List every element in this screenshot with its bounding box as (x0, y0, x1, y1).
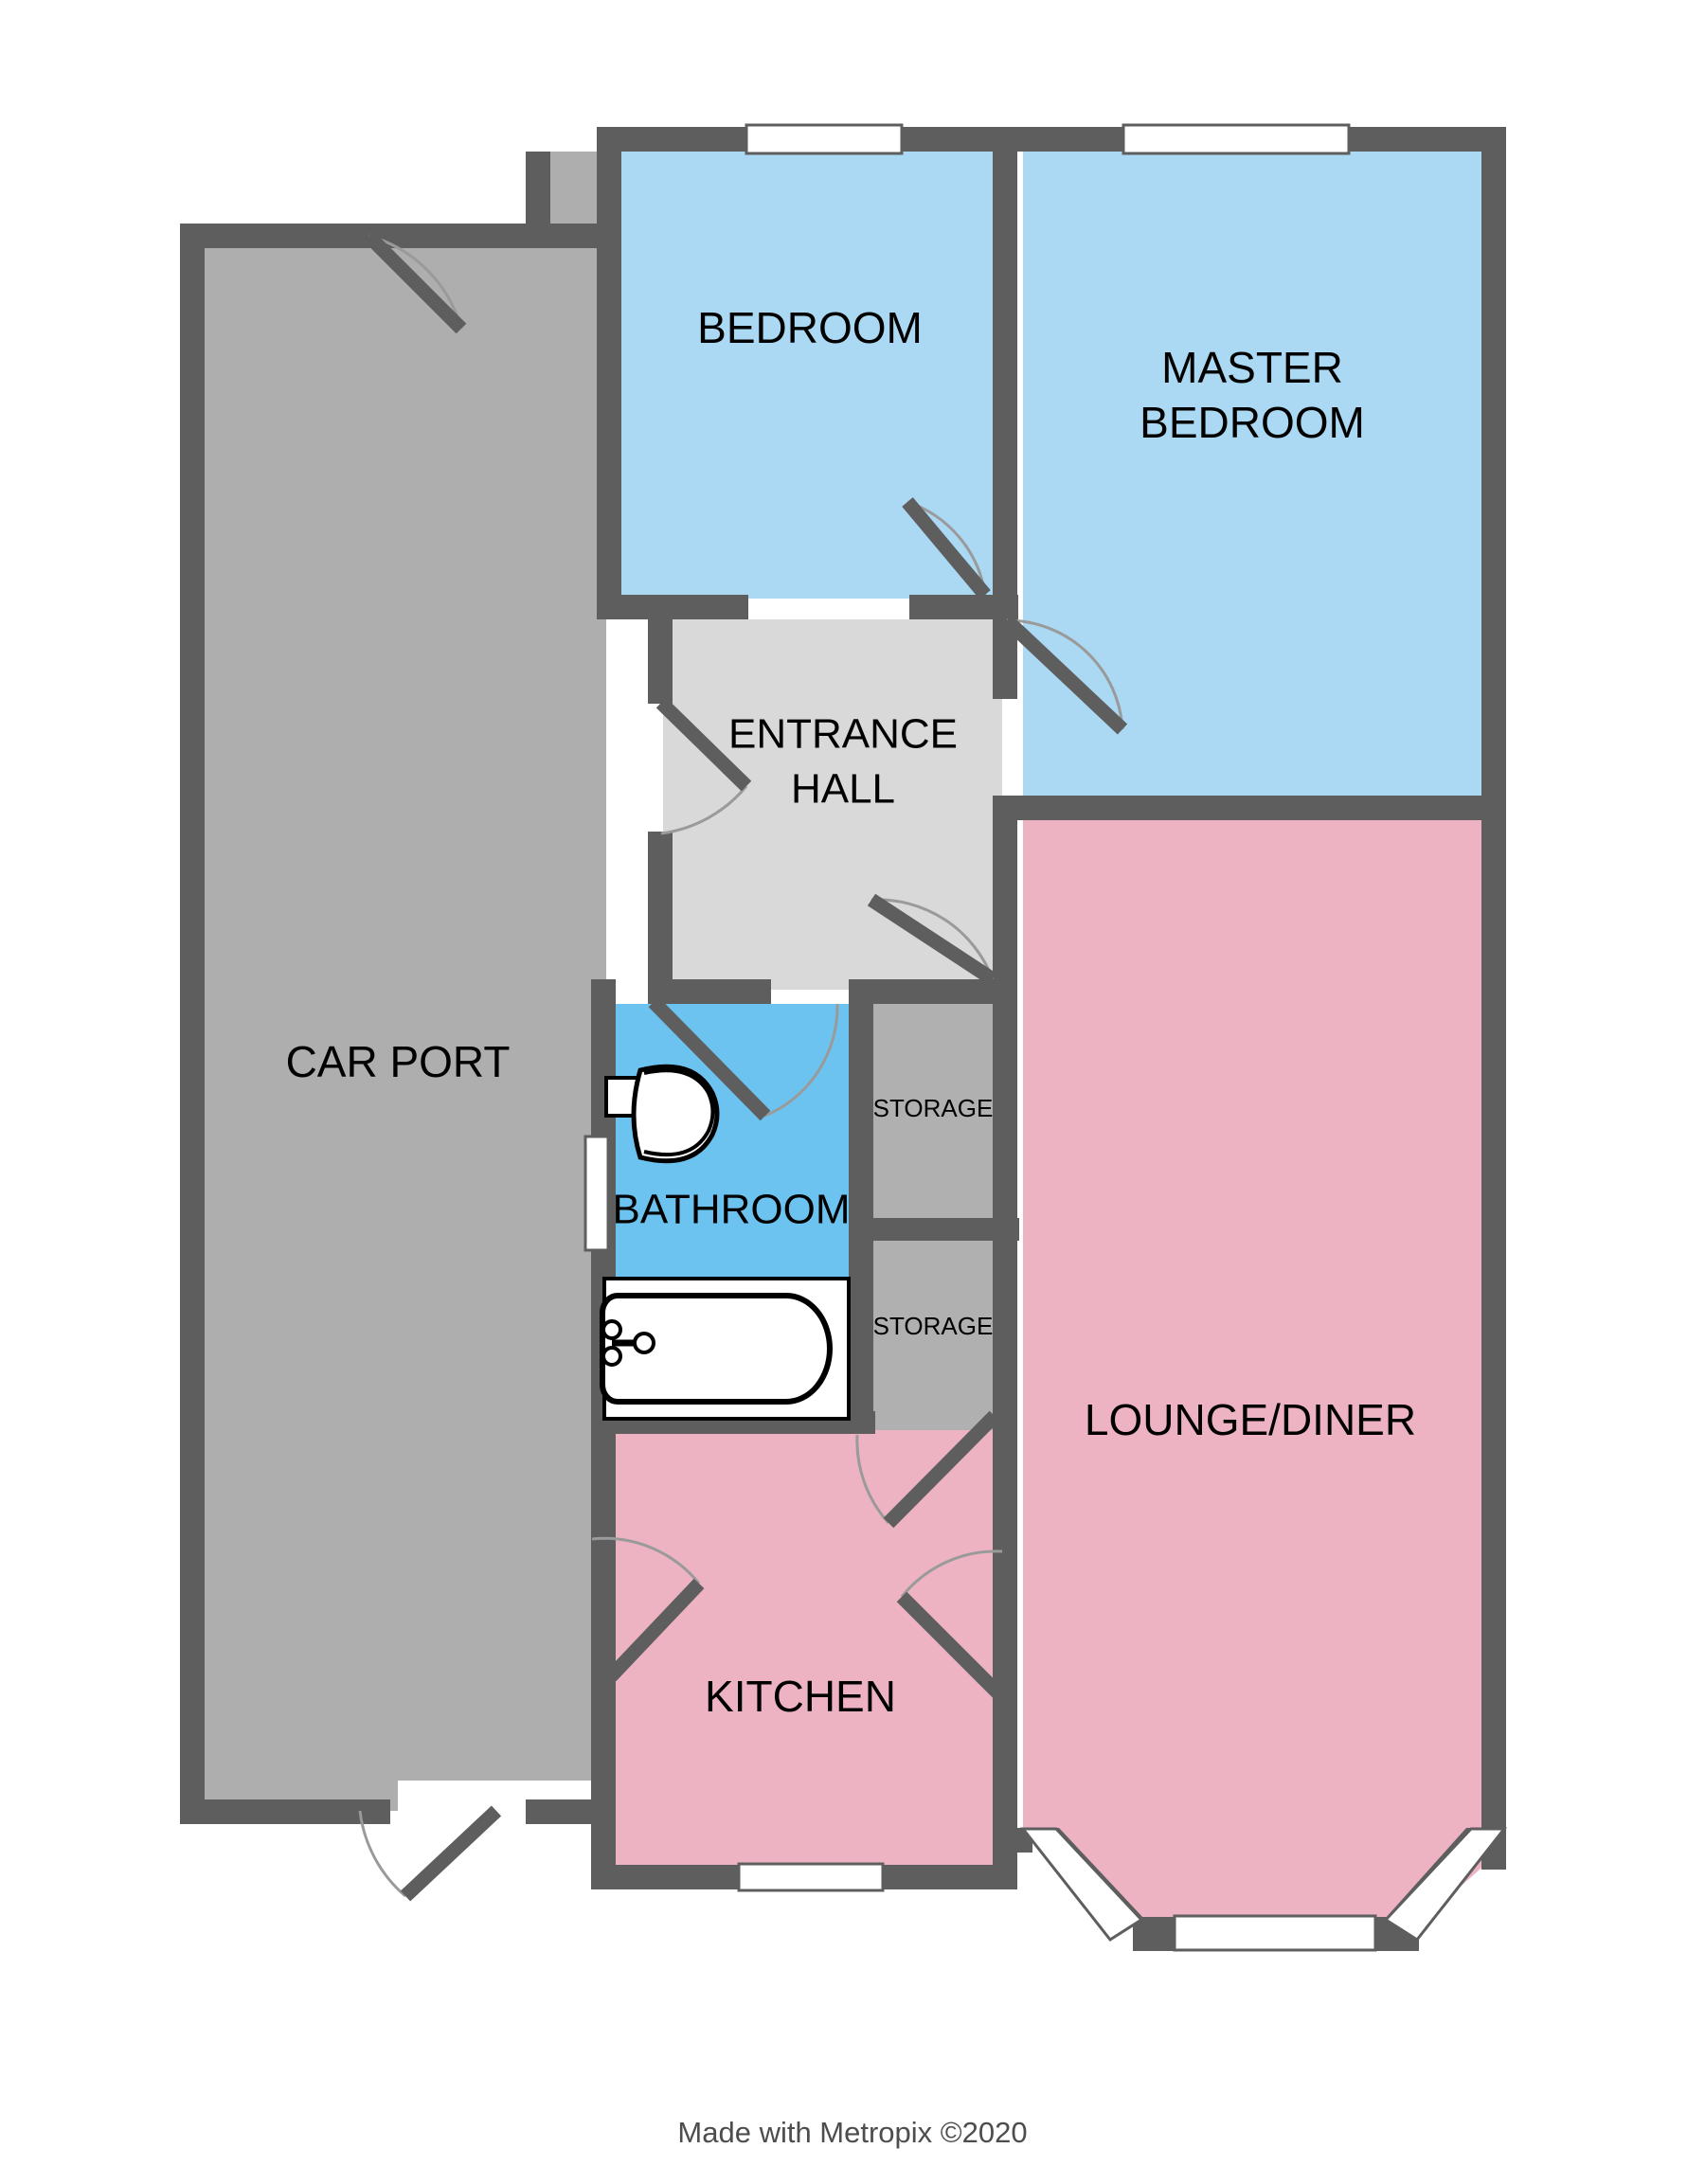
door-kitchen-west (591, 1536, 705, 1682)
bathtub-fixture (600, 1277, 851, 1421)
wall-hall-east-upper (993, 595, 1017, 699)
door-hall-west (655, 697, 752, 835)
door-master-hall (1001, 615, 1128, 735)
room-label-storage-lower: STORAGE (873, 1312, 994, 1340)
wall-carport-south-left (180, 1799, 390, 1824)
windows (583, 123, 1508, 1952)
room-fill-storage-upper (867, 1004, 999, 1222)
wall-kitchen-south-left (591, 1865, 743, 1889)
door-carport-north (363, 230, 467, 334)
toilet-fixture (604, 1064, 720, 1164)
fixtures (600, 1064, 851, 1421)
room-fill-car-port (180, 152, 606, 1811)
room-fill-bedroom (606, 152, 1002, 599)
wall-carport-north-stub (526, 152, 550, 237)
room-label-master-bedroom-line2: BEDROOM (1140, 398, 1365, 447)
window-bedroom-top (745, 123, 904, 155)
wall-carport-west (180, 224, 205, 1824)
window-bay-left (1019, 1827, 1144, 1942)
room-label-bedroom: BEDROOM (697, 303, 923, 352)
room-fill-storage-lower (867, 1241, 999, 1430)
wall-master-north-left (993, 127, 1125, 152)
wall-bedroom-north-left (597, 127, 748, 152)
door-lounge-kitchen (855, 1410, 1000, 1529)
room-label-lounge-diner: LOUNGE/DINER (1085, 1395, 1416, 1444)
window-bay-centre (1173, 1914, 1377, 1952)
doors (358, 230, 1128, 1902)
room-label-car-port: CAR PORT (286, 1037, 511, 1086)
room-fill-kitchen (606, 1430, 1002, 1880)
wall-hall-west-lower (648, 832, 673, 1002)
wall-lounge-west (993, 810, 1017, 1842)
room-label-master-bedroom-line1: MASTER (1161, 343, 1343, 392)
wall-hall-south-left (648, 979, 771, 1004)
wall-east-outer (1481, 127, 1506, 1870)
room-fill-entrance-hall (663, 619, 1002, 990)
door-hall-lounge (867, 893, 997, 986)
room-label-kitchen: KITCHEN (705, 1672, 896, 1721)
window-kitchen-south (737, 1862, 885, 1892)
wall-bedroom-west (597, 127, 621, 619)
wall-hall-south-right (852, 979, 1017, 1004)
wall-master-north-right (1345, 127, 1506, 152)
window-bathroom-west (583, 1135, 610, 1252)
door-carport-south (358, 1805, 502, 1902)
window-master-top (1122, 123, 1351, 155)
door-bedroom-hall (902, 497, 991, 600)
room-label-bathroom: BATHROOM (613, 1187, 851, 1233)
room-label-entrance-hall-line2: HALL (791, 766, 895, 813)
window-bay-right (1383, 1827, 1508, 1942)
room-label-entrance-hall-line1: ENTRANCE (728, 711, 958, 758)
door-hall-bathroom (648, 996, 839, 1121)
wall-kitchen-west (591, 1411, 616, 1889)
room-labels: CAR PORT BEDROOM MASTER BEDROOM ENTRANCE… (286, 303, 1417, 1721)
wall-bathroom-east (849, 979, 873, 1434)
credit-line: Made with Metropix ©2020 (677, 2116, 1027, 2149)
room-fill-lounge-diner (1023, 810, 1495, 1946)
wall-master-south (993, 796, 1495, 820)
wall-hall-west-upper (648, 595, 673, 704)
room-label-storage-upper: STORAGE (873, 1094, 994, 1122)
wall-carport-north-left (180, 224, 526, 248)
room-fill-master-bedroom (1023, 152, 1495, 796)
door-kitchen-east (896, 1549, 1006, 1701)
wall-bedroom-master-divider (993, 127, 1017, 619)
wall-kitchen-south-right (879, 1865, 1017, 1889)
wall-storage-divider (849, 1218, 1019, 1241)
